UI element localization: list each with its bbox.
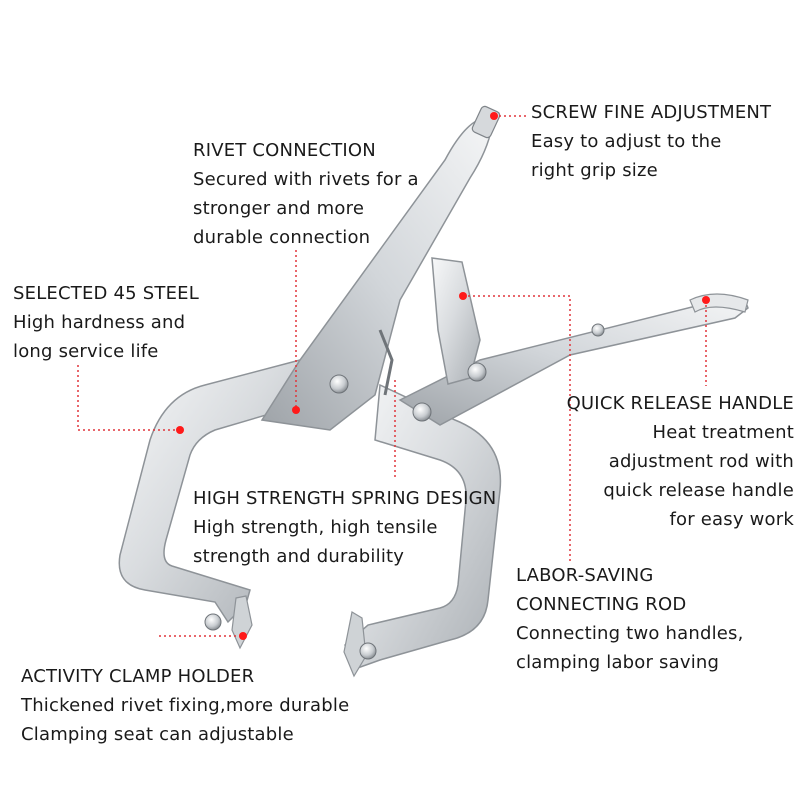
right-jaw-pad	[343, 611, 367, 678]
marker-dot	[490, 112, 498, 120]
marker-dot	[176, 426, 184, 434]
marker-dot	[292, 406, 300, 414]
callout-rivet-connection: RIVET CONNECTION Secured with rivets for…	[193, 136, 419, 252]
callout-line: for easy work	[669, 509, 794, 530]
marker-dot	[702, 296, 710, 304]
callout-line: Connecting two handles,	[516, 623, 744, 644]
callout-line: stronger and more	[193, 198, 365, 219]
rivet-icon	[359, 642, 377, 660]
callout-line: durable connection	[193, 227, 371, 248]
marker-dots	[176, 112, 710, 640]
callout-line: quick release handle	[603, 480, 794, 501]
callout-line: High strength, high tensile	[193, 517, 438, 538]
callout-line: Clamping seat can adjustable	[21, 724, 294, 745]
leader-rod	[463, 295, 571, 562]
callout-title: SELECTED 45 STEEL	[13, 283, 199, 304]
callout-line: Thickened rivet fixing,more durable	[21, 695, 350, 716]
leader-lines	[77, 115, 707, 637]
rivet-icon	[467, 362, 487, 382]
callout-quick-release-handle: QUICK RELEASE HANDLE Heat treatment adju…	[556, 389, 794, 534]
callout-line: High hardness and	[13, 312, 186, 333]
callout-title: QUICK RELEASE HANDLE	[566, 393, 794, 414]
callout-activity-clamp-holder: ACTIVITY CLAMP HOLDER Thickened rivet fi…	[21, 662, 349, 749]
rivet-icon	[204, 613, 222, 631]
callout-line: Easy to adjust to the	[531, 131, 722, 152]
callout-title: HIGH STRENGTH SPRING DESIGN	[193, 488, 497, 509]
callout-labor-saving-rod: LABOR-SAVING CONNECTING ROD Connecting t…	[516, 561, 744, 677]
left-jaw-pad	[231, 595, 253, 650]
callout-screw-fine-adjustment: SCREW FINE ADJUSTMENT Easy to adjust to …	[531, 98, 771, 185]
callout-line: right grip size	[531, 160, 658, 181]
callout-title: RIVET CONNECTION	[193, 140, 376, 161]
callout-selected-45-steel: SELECTED 45 STEEL High hardness and long…	[13, 279, 199, 366]
marker-dot	[239, 632, 247, 640]
callout-line: clamping labor saving	[516, 652, 720, 673]
callout-line: Secured with rivets for a	[193, 169, 419, 190]
callout-title: LABOR-SAVING	[516, 565, 654, 586]
callout-line: long service life	[13, 341, 159, 362]
callout-line: Heat treatment	[652, 422, 794, 443]
callout-line: strength and durability	[193, 546, 405, 567]
rivet-icon	[412, 402, 432, 422]
leader-steel	[77, 365, 180, 431]
marker-dot	[459, 292, 467, 300]
rivet-icon	[591, 323, 605, 337]
callout-title: SCREW FINE ADJUSTMENT	[531, 102, 772, 123]
left-jaw	[118, 359, 301, 624]
callout-high-strength-spring: HIGH STRENGTH SPRING DESIGN High strengt…	[193, 484, 496, 571]
rivet-icon	[329, 374, 349, 394]
callout-line: CONNECTING ROD	[516, 594, 687, 615]
callout-title: ACTIVITY CLAMP HOLDER	[21, 666, 255, 687]
spring	[378, 329, 394, 396]
callout-line: adjustment rod with	[608, 451, 794, 472]
